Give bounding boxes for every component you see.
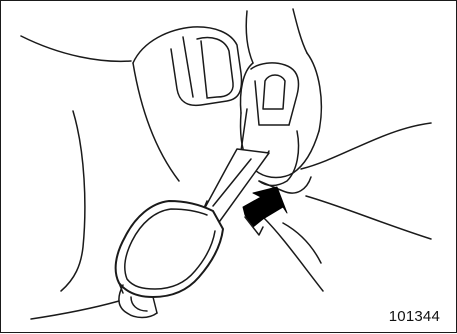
figure-code: 101344 [389,308,440,325]
key-head [116,201,223,318]
seatbelt-tongue [133,27,241,181]
insert-direction-arrow [243,187,287,235]
